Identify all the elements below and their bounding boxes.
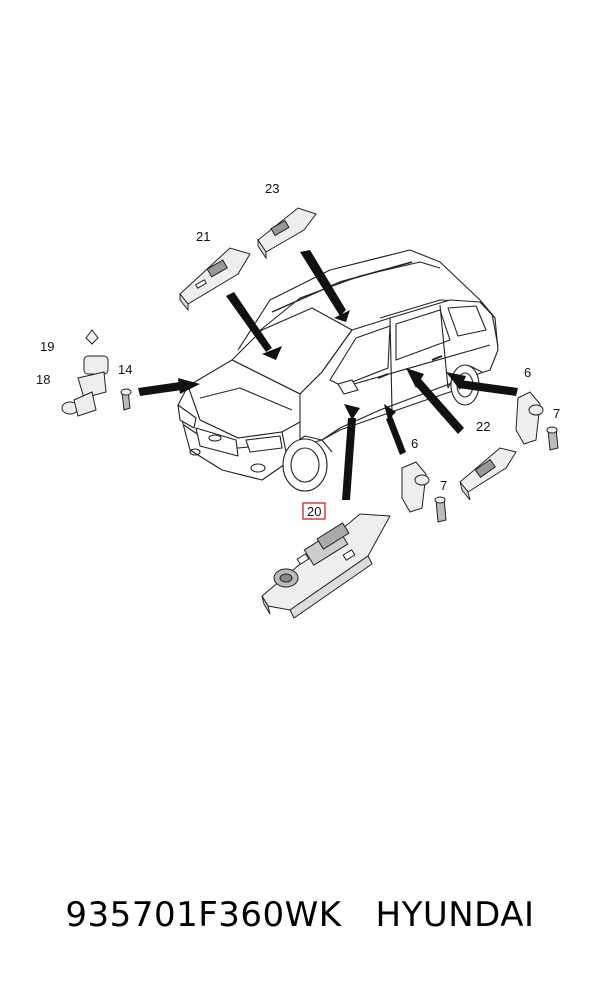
leader-21 xyxy=(226,292,272,352)
callout-6a: 6 xyxy=(524,365,531,380)
caption: 935701F360WK HYUNDAI xyxy=(0,880,600,950)
callout-21: 21 xyxy=(196,229,210,244)
leader-22 xyxy=(414,378,464,434)
callout-22: 22 xyxy=(476,419,490,434)
callout-labels: 23 21 19 18 14 6 7 22 6 7 20 xyxy=(36,181,560,520)
part-number: 935701F360WK xyxy=(65,895,342,935)
part-6a-bracket xyxy=(515,391,559,451)
vehicle-illustration xyxy=(177,249,499,492)
part-6b-bracket xyxy=(401,461,447,523)
callout-7a: 7 xyxy=(553,406,560,421)
callout-18: 18 xyxy=(36,372,50,387)
part-18-19-14-assembly xyxy=(61,329,132,417)
part-21-switch xyxy=(179,247,251,312)
brand-name: HYUNDAI xyxy=(375,895,535,935)
leader-arrows xyxy=(138,250,518,500)
callout-6b: 6 xyxy=(411,436,418,451)
leader-23 xyxy=(300,250,346,316)
callout-23: 23 xyxy=(265,181,279,196)
leader-6a xyxy=(458,380,518,396)
leader-6b xyxy=(386,416,406,455)
callout-20: 20 xyxy=(307,504,321,519)
leader-20 xyxy=(342,418,356,500)
part-22-switch xyxy=(459,447,517,501)
part-23-switch xyxy=(257,207,317,260)
part-20-main-switch xyxy=(261,513,391,619)
callout-14: 14 xyxy=(118,362,132,377)
callout-19: 19 xyxy=(40,339,54,354)
callout-7b: 7 xyxy=(440,478,447,493)
leader-14 xyxy=(138,382,182,396)
callout-20-highlight-box xyxy=(302,502,326,520)
